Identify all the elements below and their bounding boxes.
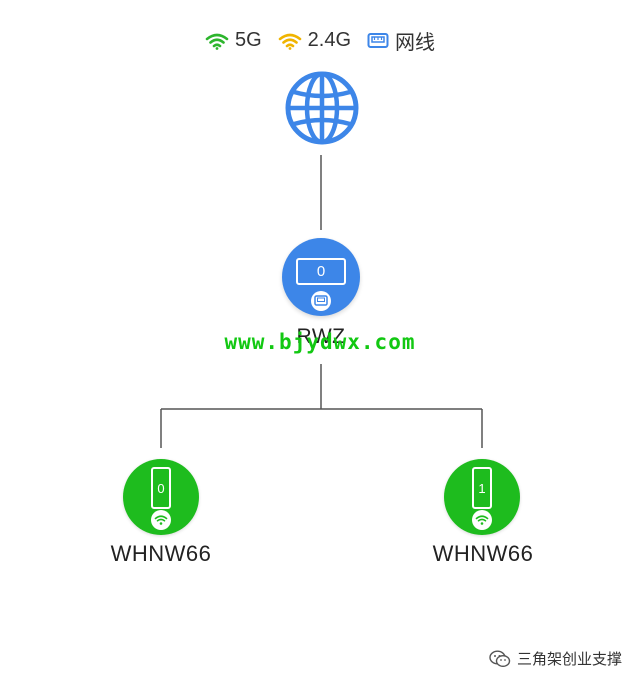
device-name-1: WHNW66 (432, 541, 534, 566)
footer-text: 三角架创业支撑 (516, 651, 622, 668)
globe-icon (285, 71, 359, 145)
router-count: 0 (316, 263, 326, 280)
device-node-1[interactable]: 1 (444, 459, 520, 535)
legend-item-ethernet: 网线 (367, 26, 435, 55)
wifi-icon (475, 515, 489, 525)
legend-item-24g: 2.4G (278, 29, 351, 52)
legend-item-5g: 5G (205, 29, 262, 52)
wechat-icon (489, 649, 511, 667)
device-node-0[interactable]: 0 (123, 459, 199, 535)
device-link-badge (151, 510, 171, 530)
device-count: 1 (478, 480, 486, 496)
ethernet-icon (314, 295, 328, 306)
legend-label-5g: 5G (234, 29, 262, 51)
device-name-0: WHNW66 (110, 541, 212, 566)
footer-source: 三角架创业支撑 (489, 648, 622, 669)
device-box: 0 (151, 467, 171, 509)
wifi-icon (278, 33, 301, 50)
legend: 5G 2.4G 网线 (0, 26, 640, 55)
watermark-text: www.bjydwx.com (224, 330, 416, 354)
device-count: 0 (157, 480, 165, 496)
router-device-box: 0 (296, 258, 346, 285)
router-link-badge (311, 291, 331, 311)
ethernet-icon (367, 32, 389, 48)
internet-node[interactable] (284, 70, 360, 146)
wifi-icon (154, 515, 168, 525)
legend-label-ethernet: 网线 (395, 32, 436, 54)
router-node[interactable]: 0 (282, 238, 360, 316)
router-name: RWZ (296, 325, 346, 348)
legend-label-24g: 2.4G (307, 29, 352, 51)
device-link-badge (472, 510, 492, 530)
device-box: 1 (472, 467, 492, 509)
wifi-icon (205, 33, 229, 50)
